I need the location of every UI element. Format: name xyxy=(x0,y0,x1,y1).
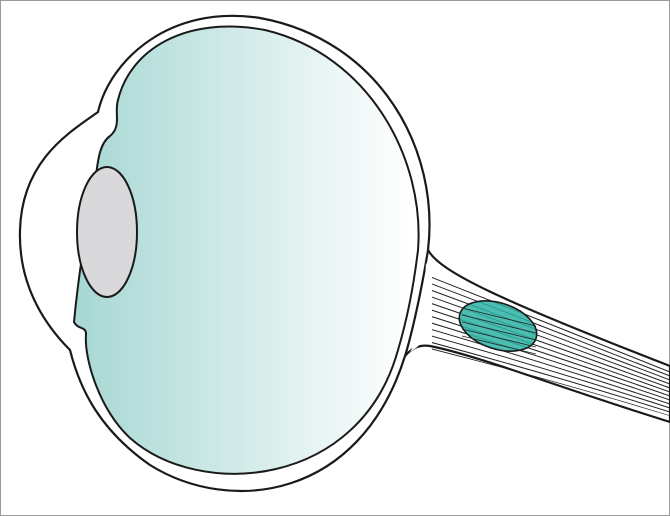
lens xyxy=(77,167,137,297)
optic-nerve-sheath xyxy=(405,250,670,422)
